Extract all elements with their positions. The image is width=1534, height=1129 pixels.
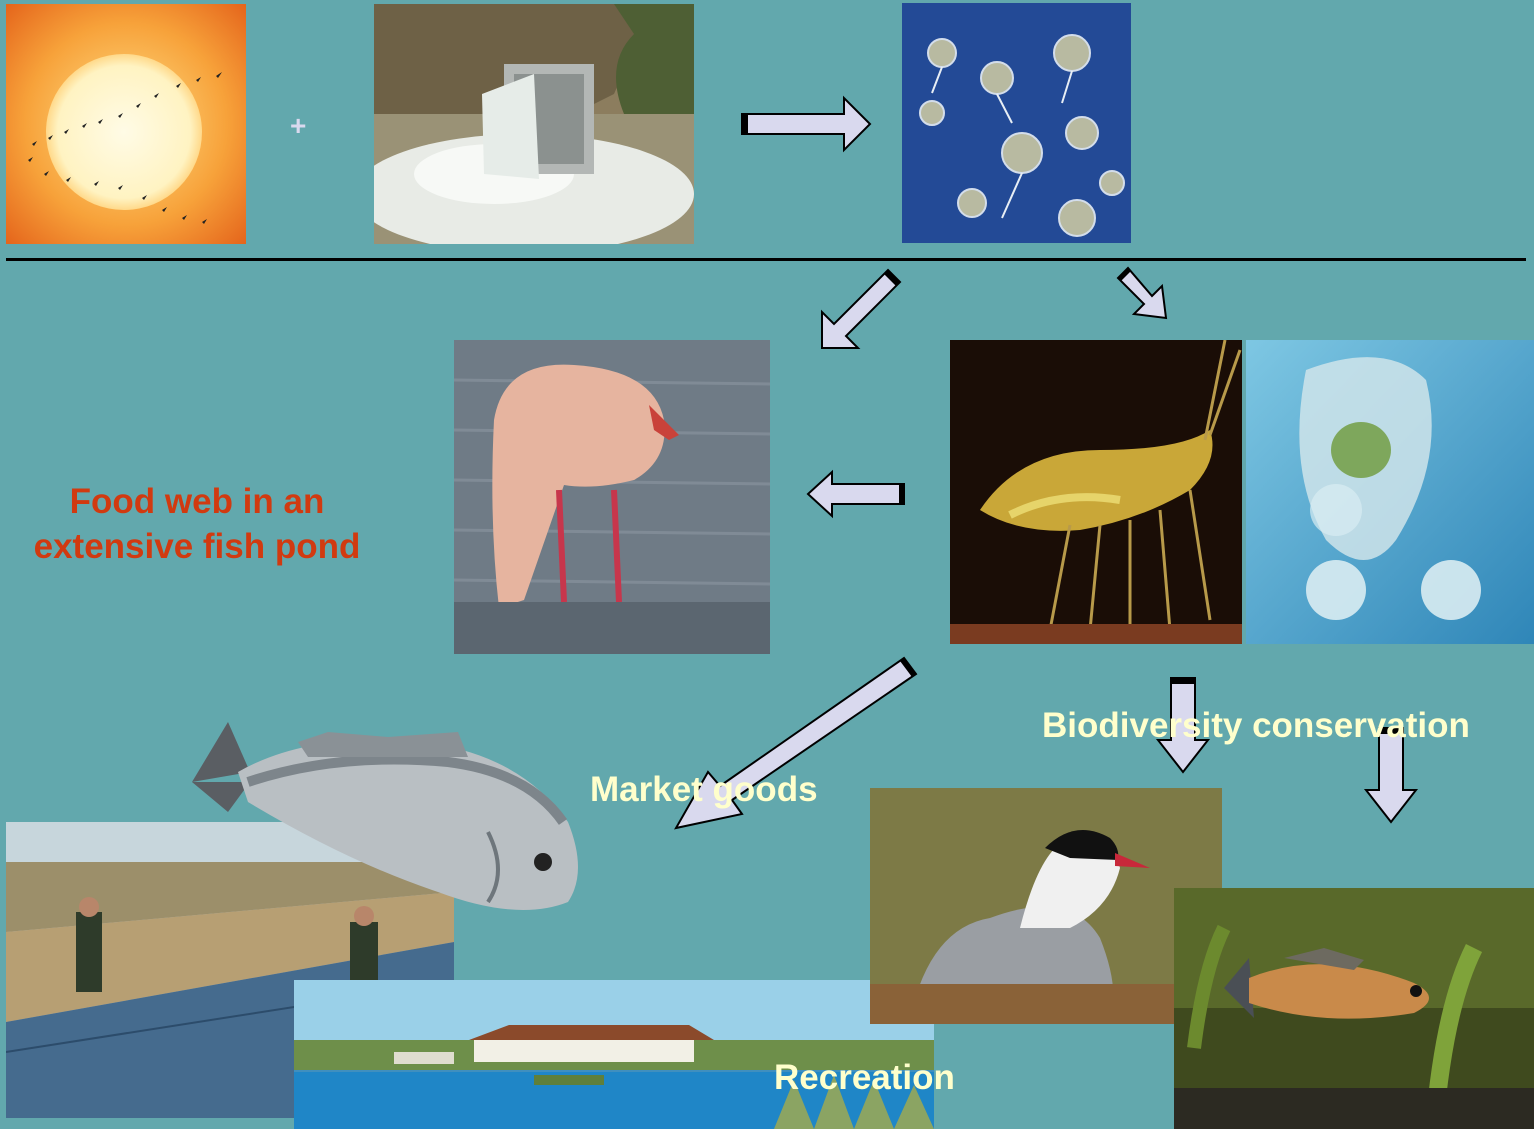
down-left-arrow-icon — [818, 266, 904, 352]
sun-birds-photo — [6, 4, 246, 244]
recreation-label: Recreation — [774, 1058, 955, 1098]
plus-sign: + — [290, 110, 306, 142]
biodiversity-label: Biodiversity conservation — [1042, 706, 1470, 746]
divider-line — [6, 258, 1526, 261]
title-line-2: extensive fish pond — [0, 527, 394, 567]
shrimp-photo — [950, 340, 1242, 644]
tern-photo — [870, 788, 1222, 1024]
left-arrow-icon — [804, 470, 908, 518]
market-goods-label: Market goods — [590, 770, 818, 810]
lake-building-photo — [294, 980, 934, 1129]
fish-photo — [188, 712, 602, 924]
right-arrow-icon — [740, 96, 874, 152]
killifish-photo — [1174, 888, 1534, 1129]
flamingo-photo — [454, 340, 770, 654]
plankton-photo — [902, 3, 1131, 243]
title-line-1: Food web in an — [0, 482, 394, 522]
sluice-photo — [374, 4, 694, 244]
down-right-arrow-icon — [1116, 266, 1170, 322]
rotifer-photo — [1246, 340, 1534, 644]
